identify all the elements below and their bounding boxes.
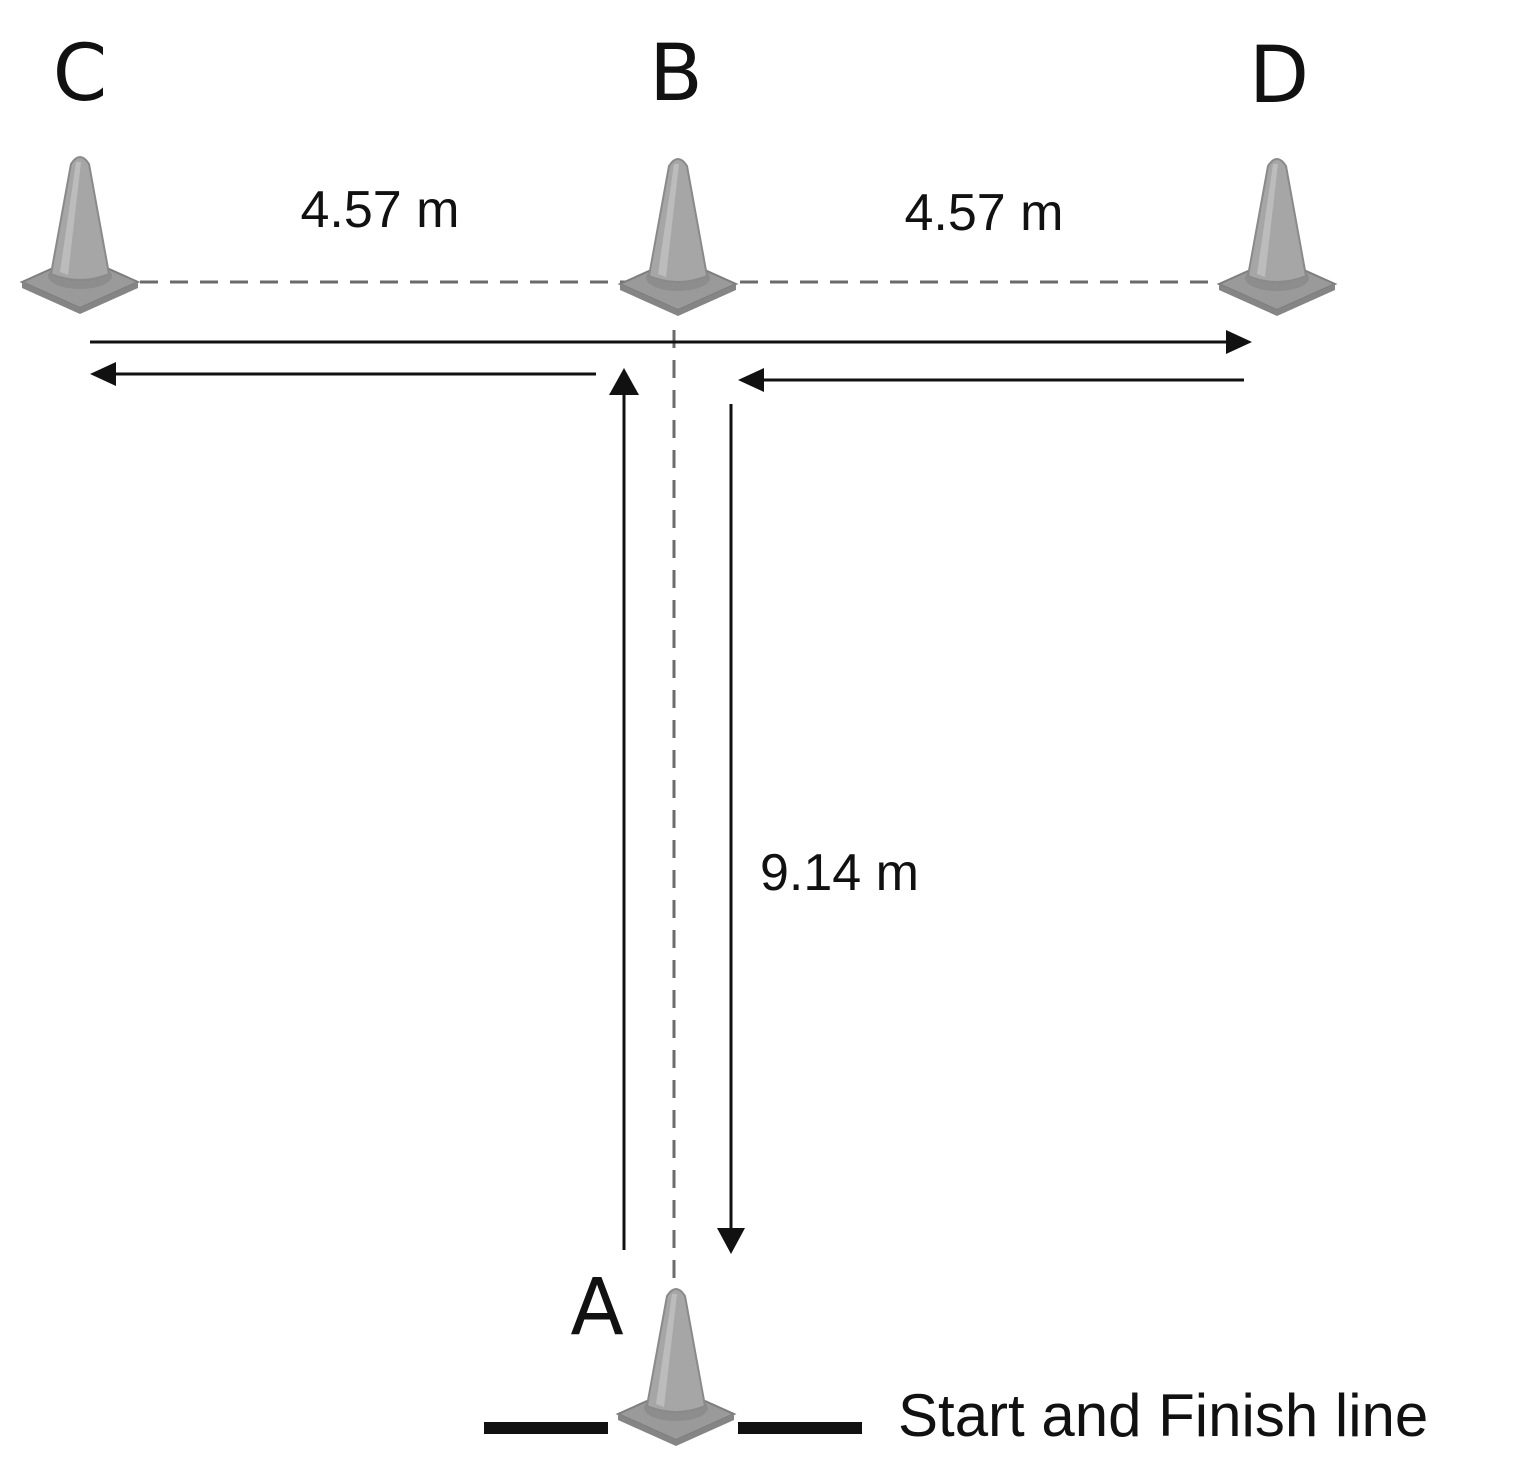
arrowhead-up [609,368,639,395]
start-finish-bar-left [484,1422,608,1434]
distance-label-b-to-c: 4.57 m [301,181,460,239]
arrowhead-right [1226,330,1252,354]
cone-label-c: C [53,29,107,119]
cone-d [1218,158,1336,317]
cone-c [21,156,139,315]
cone-label-a: A [570,1263,623,1353]
cone-a [617,1288,735,1447]
distance-label-a-to-b: 9.14 m [760,844,919,902]
arrowhead-left-to-b [738,368,764,392]
distance-label-b-to-d: 4.57 m [905,184,1064,242]
cone-label-d: D [1249,31,1309,121]
cone-b [619,158,737,317]
start-finish-bar-right [738,1422,862,1434]
arrowhead-left [90,362,116,386]
cone-label-b: B [649,29,703,119]
start-finish-label: Start and Finish line [898,1382,1428,1449]
arrowhead-down [717,1228,745,1254]
